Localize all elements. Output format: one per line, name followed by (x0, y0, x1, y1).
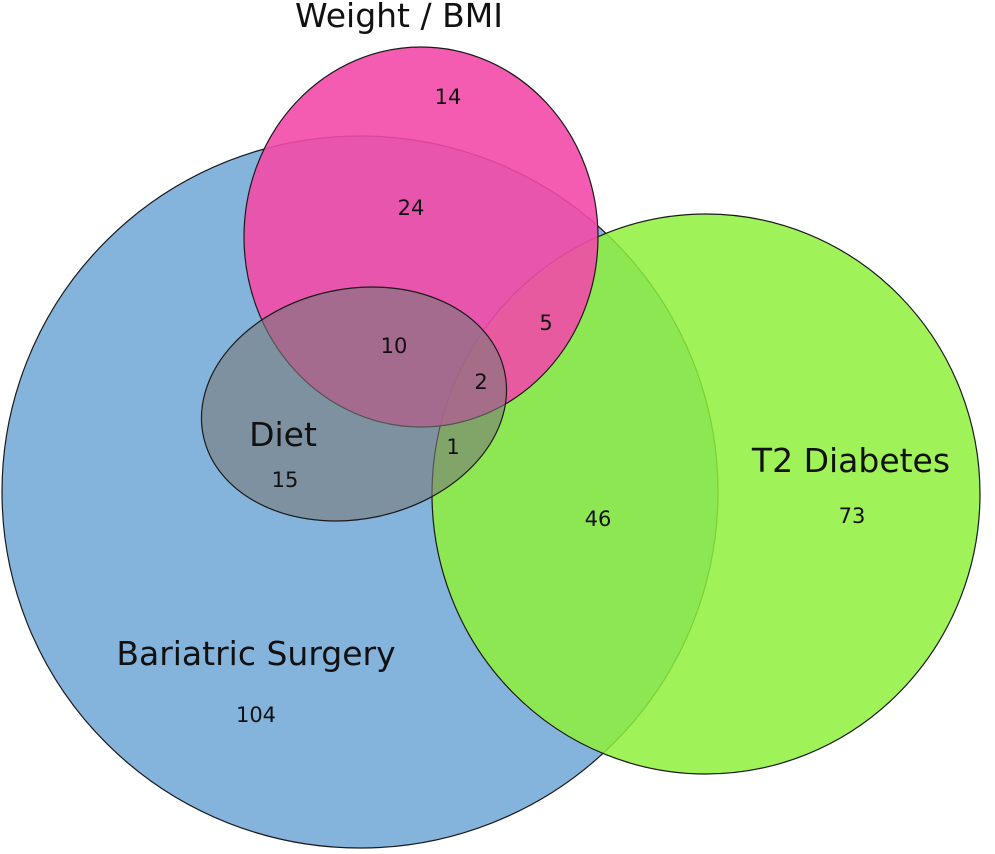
count-bariatric-weight: 24 (398, 196, 425, 220)
set-label-bariatric-surgery: Bariatric Surgery (116, 634, 395, 673)
count-bariatric-t2: 46 (585, 507, 612, 531)
count-all-four: 2 (474, 370, 487, 394)
set-diet-ellipse (200, 286, 508, 522)
count-bariatric-only: 104 (236, 703, 276, 727)
count-bariatric-weight-t2: 5 (539, 311, 552, 335)
count-bariatric-diet: 15 (272, 468, 299, 492)
count-t2-only: 73 (839, 504, 866, 528)
set-label-t2-diabetes: T2 Diabetes (751, 441, 950, 480)
count-bariatric-weight-diet: 10 (381, 334, 408, 358)
count-weight-only: 14 (435, 85, 462, 109)
set-label-diet: Diet (249, 415, 317, 454)
set-label-weight-bmi: Weight / BMI (295, 0, 503, 35)
count-bariatric-diet-t2: 1 (446, 435, 459, 459)
